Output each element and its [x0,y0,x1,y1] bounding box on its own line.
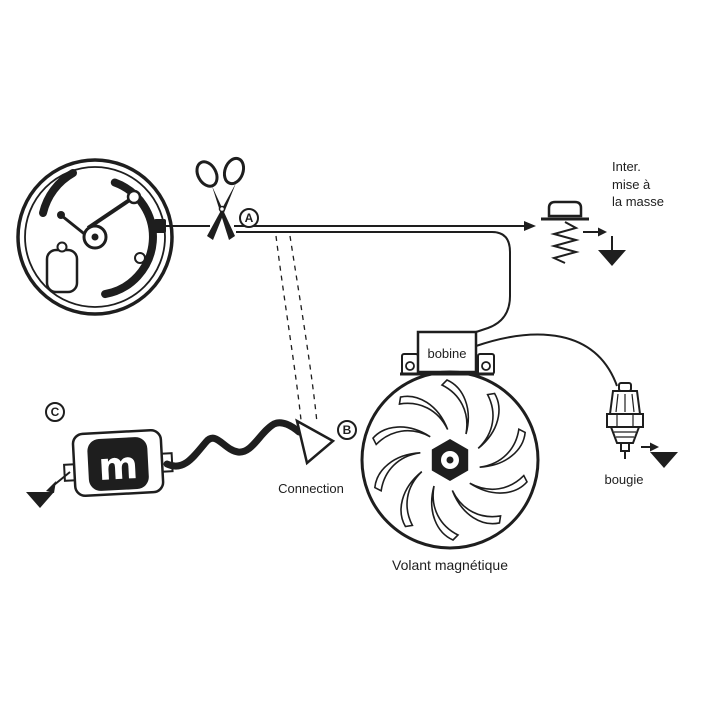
scissors-icon [195,156,246,240]
spark-plug-wire [475,333,618,387]
module-ground-lead [46,471,71,493]
stator-output-wires [166,221,536,335]
connector-spade [295,418,336,466]
kill-module: m [63,428,174,497]
marker-a: A [239,208,259,228]
ground-switch [541,200,613,264]
ground-symbol-switch [598,250,626,266]
label-spark-plug: bougie [604,472,644,487]
spark-plug [606,382,659,459]
module-logo-letter: m [97,443,139,489]
marker-c: C [45,402,65,422]
label-connection: Connection [278,481,344,496]
stator-assembly [16,158,174,316]
flywheel [360,370,540,550]
module-thick-wire [163,419,303,470]
label-coil: bobine [427,346,467,361]
ground-symbol-module [26,492,54,508]
flywheel-blades [372,379,528,541]
marker-b: B [337,420,357,440]
ground-symbol-spark-plug [650,452,678,468]
coil [400,330,495,376]
dashed-connection-guides [275,235,318,424]
flywheel-hub-nut [431,439,469,481]
label-ground-switch: Inter. mise à la masse [612,159,665,210]
label-flywheel: Volant magnétique [392,557,508,573]
